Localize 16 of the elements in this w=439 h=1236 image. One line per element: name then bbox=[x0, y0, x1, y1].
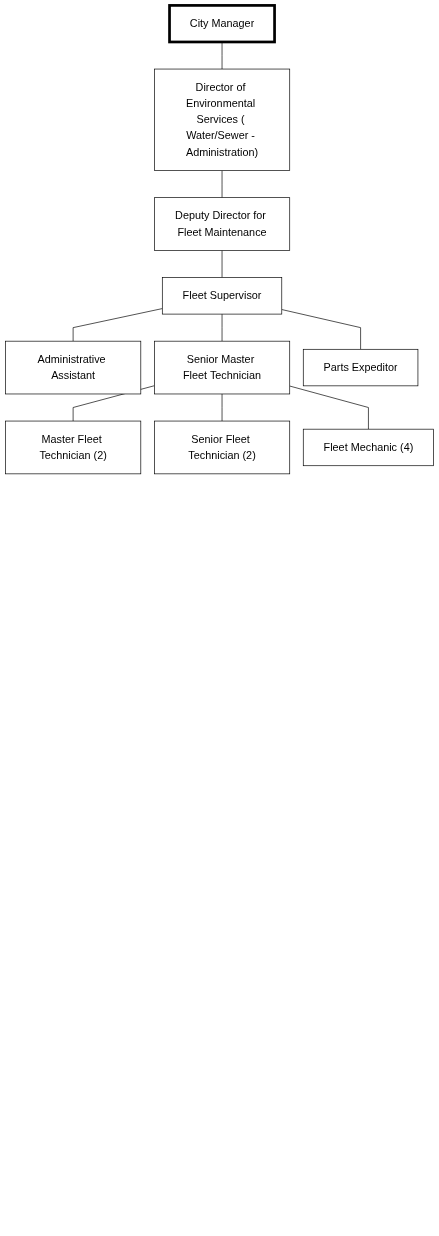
node-box: Deputy Director for Fleet Maintenance bbox=[154, 197, 291, 251]
node-box: Director of Environmental Services ( Water/Sewer - Administration) bbox=[154, 68, 291, 171]
node-box: Master Fleet Technician (2) bbox=[5, 420, 142, 475]
node-box: Administrative Assistant bbox=[5, 340, 142, 395]
node-box: Fleet Mechanic (4) bbox=[302, 428, 434, 467]
connector bbox=[281, 309, 361, 350]
connector bbox=[289, 385, 369, 430]
node-box: Parts Expeditor bbox=[302, 348, 419, 387]
connector bbox=[221, 170, 223, 198]
connector bbox=[72, 308, 163, 342]
connector bbox=[221, 41, 223, 70]
node-box: Fleet Supervisor bbox=[161, 277, 283, 315]
connector bbox=[221, 250, 223, 278]
node-box: Senior Master Fleet Technician bbox=[154, 340, 291, 395]
node-box: City Manager bbox=[168, 4, 276, 44]
node-box: Senior Fleet Technician (2) bbox=[154, 420, 291, 475]
